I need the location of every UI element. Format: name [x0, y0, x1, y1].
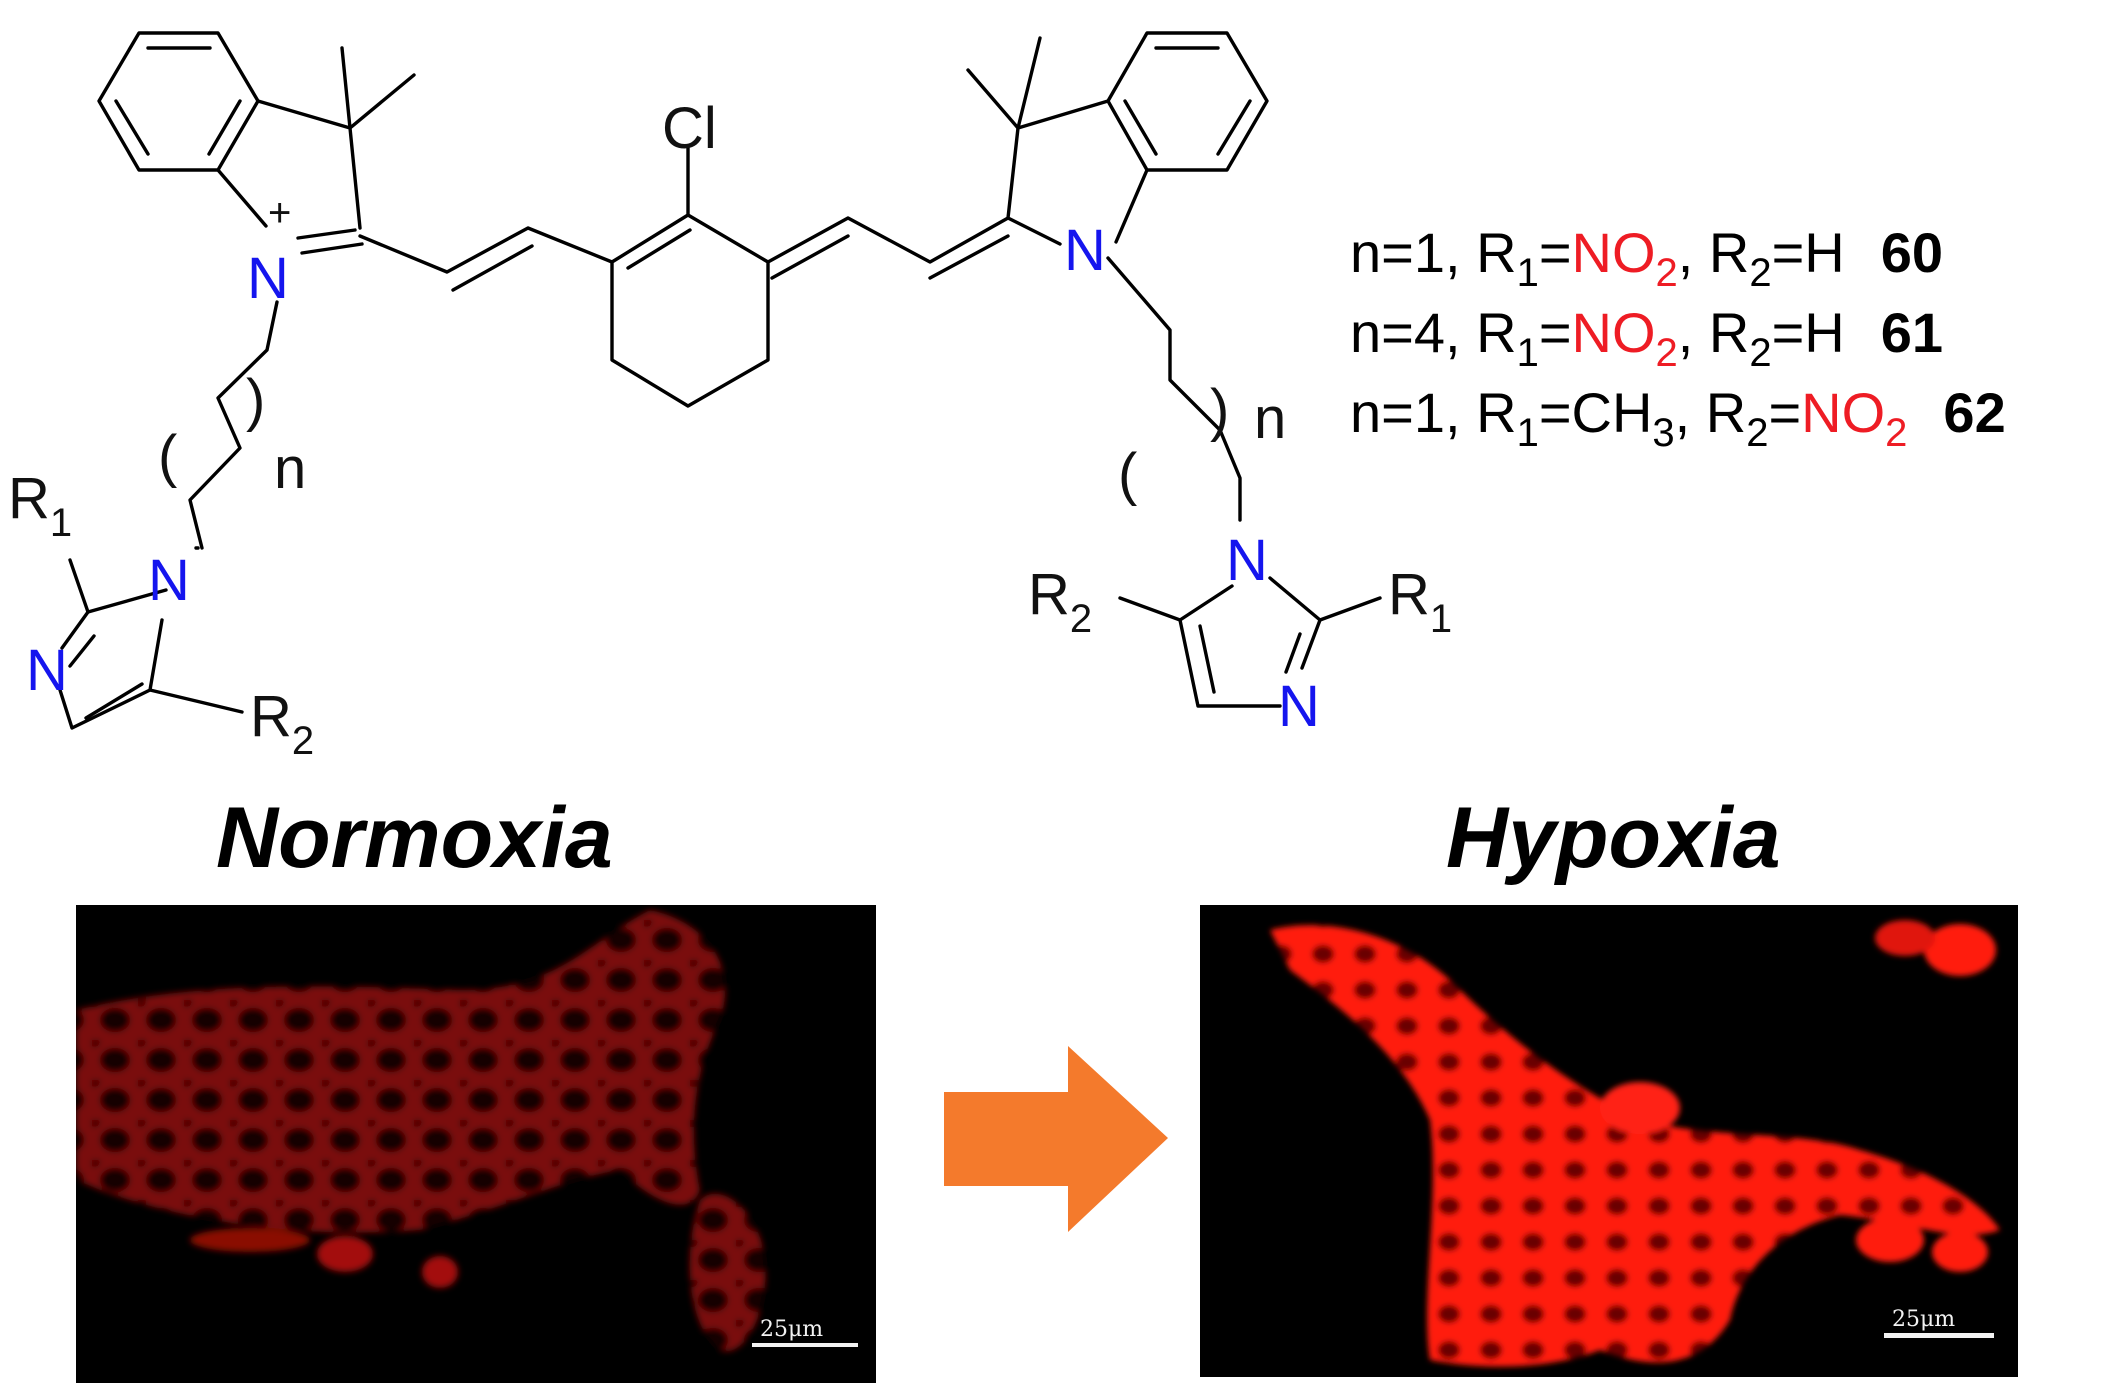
hypoxia-title: Hypoxia	[1446, 790, 1781, 886]
cyclohexene-core	[610, 146, 770, 408]
right-imidazole	[1118, 576, 1382, 708]
left-repeat-n-label: n	[274, 436, 306, 501]
positive-charge-label: +	[268, 191, 291, 235]
right-paren-open: (	[1118, 442, 1137, 507]
normoxia-fluorescence-image: 25μm	[76, 905, 876, 1383]
left-paren-open: (	[158, 424, 177, 489]
left-imidazole-n3-label: N	[26, 638, 68, 703]
hypoxia-scale-label: 25μm	[1892, 1307, 1955, 1332]
hypoxia-fluorescence-image: 25μm	[1200, 905, 2018, 1377]
normoxia-scale-label: 25μm	[760, 1317, 823, 1342]
left-nitrogen-label: N	[247, 246, 289, 311]
right-r2-index: 2	[1070, 597, 1092, 641]
right-r1-letter: R	[1388, 562, 1430, 627]
chlorine-atom-label: Cl	[662, 96, 717, 161]
right-benzene-ring	[1106, 31, 1269, 172]
left-r1-label: R1	[8, 466, 72, 545]
left-r1-index: 1	[50, 501, 72, 545]
right-r1-index: 1	[1430, 597, 1452, 641]
right-paren-close: )	[1210, 378, 1229, 443]
hypoxia-scale-bar	[1884, 1333, 1994, 1338]
compound-number-61: 61	[1881, 301, 1943, 364]
left-benzene-ring	[97, 31, 260, 172]
left-polymethine	[358, 226, 614, 292]
normoxia-cell-signal	[76, 910, 766, 1352]
left-imidazole	[58, 558, 244, 730]
compound-number-60: 60	[1881, 221, 1943, 284]
left-r2-label: R2	[250, 684, 314, 763]
right-polymethine	[766, 216, 1010, 280]
left-alkyl-chain	[188, 300, 279, 550]
transition-arrow	[944, 1046, 1168, 1232]
atom-labels: Cl N + N ( ) n ) ( n N N R1 R2 N N R2 R1	[8, 96, 1452, 763]
compound-number-62: 62	[1943, 381, 2005, 444]
right-imidazole-n3-label: N	[1278, 674, 1320, 739]
right-nitrogen-label: N	[1064, 218, 1106, 283]
left-r1-letter: R	[8, 466, 50, 531]
left-paren-close: )	[246, 368, 265, 433]
normoxia-title: Normoxia	[216, 790, 613, 886]
hypoxia-cell-signal	[1270, 920, 2000, 1367]
cyanine-structure: Cl N + N ( ) n ) ( n N N R1 R2 N N R2 R1	[8, 31, 1452, 763]
right-repeat-n-label: n	[1254, 386, 1286, 451]
right-r1-label: R1	[1388, 562, 1452, 641]
right-five-ring	[966, 36, 1149, 246]
left-r2-letter: R	[250, 684, 292, 749]
left-five-ring	[216, 46, 416, 255]
normoxia-scale-bar	[752, 1343, 858, 1347]
left-r2-index: 2	[292, 719, 314, 763]
right-r2-label: R2	[1028, 562, 1092, 641]
right-r2-letter: R	[1028, 562, 1070, 627]
right-imidazole-n1-label: N	[1226, 528, 1268, 593]
left-imidazole-n1-label: N	[148, 548, 190, 613]
right-alkyl-chain	[1106, 256, 1242, 522]
